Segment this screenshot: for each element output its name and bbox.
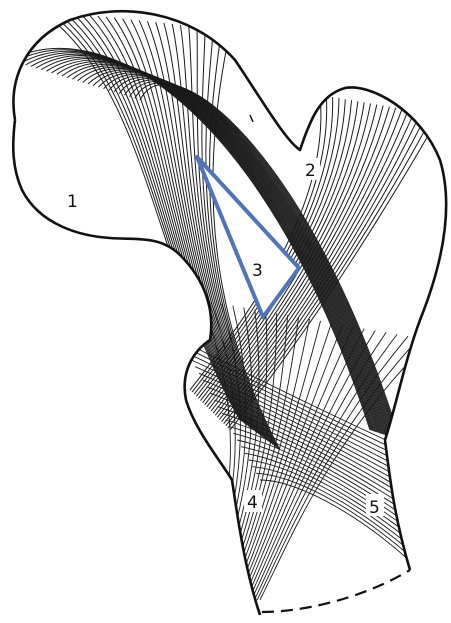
region-label-2: 2 — [305, 161, 316, 181]
region-label-4: 4 — [247, 493, 258, 513]
trabecula-line — [230, 427, 430, 535]
region-label-1: 1 — [67, 192, 78, 212]
femur-outline — [13, 11, 446, 615]
region-label-5: 5 — [369, 498, 380, 518]
shaft-cut-dashed-line — [262, 570, 410, 612]
region-label-3: 3 — [252, 261, 263, 281]
fovea-mark — [250, 115, 253, 122]
